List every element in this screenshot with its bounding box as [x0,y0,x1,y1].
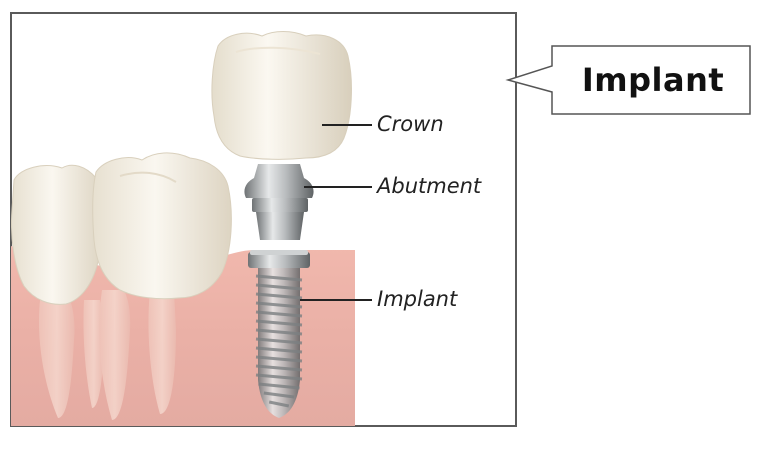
molar-left [12,165,103,304]
abutment-label: Abutment [377,174,481,198]
crown-cap [212,32,352,160]
implant-label: Implant [377,287,457,311]
crown-label: Crown [377,112,444,136]
callout-title: Implant [556,48,750,112]
